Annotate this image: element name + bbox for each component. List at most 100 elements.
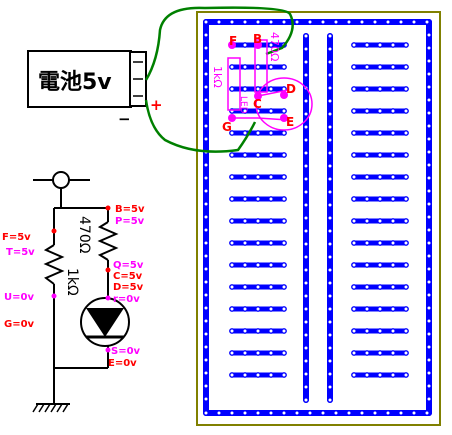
schematic-resistor-1k <box>43 244 65 285</box>
breadboard-hole <box>242 284 248 290</box>
breadboard-hole <box>377 218 383 224</box>
bb-label-C: C <box>253 97 262 111</box>
breadboard-hole <box>203 396 209 402</box>
breadboard-hole <box>203 266 209 272</box>
breadboard-hole <box>390 306 396 312</box>
breadboard-hole <box>242 152 248 158</box>
breadboard-hole <box>203 162 209 168</box>
breadboard-hole <box>333 410 339 416</box>
breadboard-hole <box>281 19 287 25</box>
breadboard-hole <box>268 410 274 416</box>
breadboard-hole <box>403 218 409 224</box>
wire-plus <box>144 6 294 81</box>
breadboard-hole <box>364 152 370 158</box>
breadboard-hole <box>390 372 396 378</box>
breadboard-hole <box>229 86 235 92</box>
node-dot-B <box>254 41 262 49</box>
breadboard-hole <box>426 292 432 298</box>
breadboard-hole <box>403 108 409 114</box>
wire-minus <box>144 99 257 153</box>
breadboard-hole <box>426 84 432 90</box>
breadboard-hole <box>426 123 432 129</box>
breadboard-hole <box>327 72 333 78</box>
breadboard-hole <box>281 218 287 224</box>
breadboard-hole <box>303 241 309 247</box>
breadboard-hole <box>229 240 235 246</box>
breadboard-hole <box>377 152 383 158</box>
breadboard-hole <box>203 214 209 220</box>
breadboard-hole <box>268 130 274 136</box>
breadboard-hole <box>255 410 261 416</box>
breadboard-hole <box>281 174 287 180</box>
node-label-U: U=0v <box>4 292 34 303</box>
schematic-node-dot-Q <box>105 267 111 273</box>
breadboard-hole <box>327 176 333 182</box>
breadboard-hole <box>426 331 432 337</box>
breadboard-hole <box>377 86 383 92</box>
breadboard-hole <box>268 218 274 224</box>
breadboard-hole <box>281 130 287 136</box>
node-label-D: D=5v <box>113 282 144 293</box>
breadboard-hole <box>203 305 209 311</box>
bb-label-G: G <box>222 120 232 134</box>
breadboard-hole <box>390 262 396 268</box>
breadboard-hole <box>242 328 248 334</box>
breadboard-hole <box>255 152 261 158</box>
breadboard-hole <box>377 108 383 114</box>
breadboard-hole <box>303 254 309 260</box>
breadboard-hole <box>426 162 432 168</box>
breadboard-hole <box>327 215 333 221</box>
breadboard-hole <box>346 19 352 25</box>
breadboard-hole <box>426 357 432 363</box>
breadboard-hole <box>327 163 333 169</box>
breadboard-hole <box>351 152 357 158</box>
breadboard-hole <box>255 350 261 356</box>
schematic-node-dot-S <box>105 347 111 353</box>
breadboard-hole <box>426 318 432 324</box>
breadboard-hole <box>303 228 309 234</box>
breadboard-hole <box>203 344 209 350</box>
breadboard-hole <box>281 240 287 246</box>
breadboard-hole <box>203 383 209 389</box>
schematic-source-symbol <box>52 171 70 189</box>
breadboard-hole <box>242 372 248 378</box>
breadboard-hole <box>364 218 370 224</box>
breadboard-hole <box>426 201 432 207</box>
breadboard-hole <box>390 130 396 136</box>
breadboard-hole <box>351 130 357 136</box>
breadboard-hole <box>327 293 333 299</box>
breadboard-hole <box>364 130 370 136</box>
breadboard-hole <box>268 306 274 312</box>
breadboard-hole <box>203 45 209 51</box>
node-label-F: F=5v <box>2 232 31 243</box>
bb-label-470: 470Ω <box>268 32 281 61</box>
breadboard-hole <box>364 42 370 48</box>
breadboard-hole <box>303 98 309 104</box>
breadboard-hole <box>327 319 333 325</box>
breadboard-hole <box>281 410 287 416</box>
breadboard-hole <box>364 262 370 268</box>
breadboard-hole <box>320 19 326 25</box>
breadboard-hole <box>377 196 383 202</box>
breadboard-hole <box>255 306 261 312</box>
breadboard-hole <box>303 150 309 156</box>
node-label-G: G=0v <box>4 319 35 330</box>
breadboard-hole <box>403 174 409 180</box>
schematic: 470Ω 1kΩ B=5v P=5v F=5v T=5v Q=5v C=5v D… <box>2 171 145 413</box>
breadboard-hole <box>327 384 333 390</box>
breadboard-hole <box>327 202 333 208</box>
breadboard-hole <box>281 350 287 356</box>
breadboard-hole <box>426 253 432 259</box>
breadboard-hole <box>426 383 432 389</box>
breadboard-hole <box>203 19 209 25</box>
breadboard-hole <box>281 328 287 334</box>
breadboard-hole <box>424 410 430 416</box>
breadboard-hole <box>351 108 357 114</box>
bb-label-D: D <box>286 82 296 96</box>
breadboard-hole <box>390 196 396 202</box>
breadboard-hole <box>426 32 432 38</box>
breadboard-hole <box>255 262 261 268</box>
breadboard-hole <box>203 410 209 416</box>
breadboard-hole <box>203 175 209 181</box>
breadboard-hole <box>377 240 383 246</box>
